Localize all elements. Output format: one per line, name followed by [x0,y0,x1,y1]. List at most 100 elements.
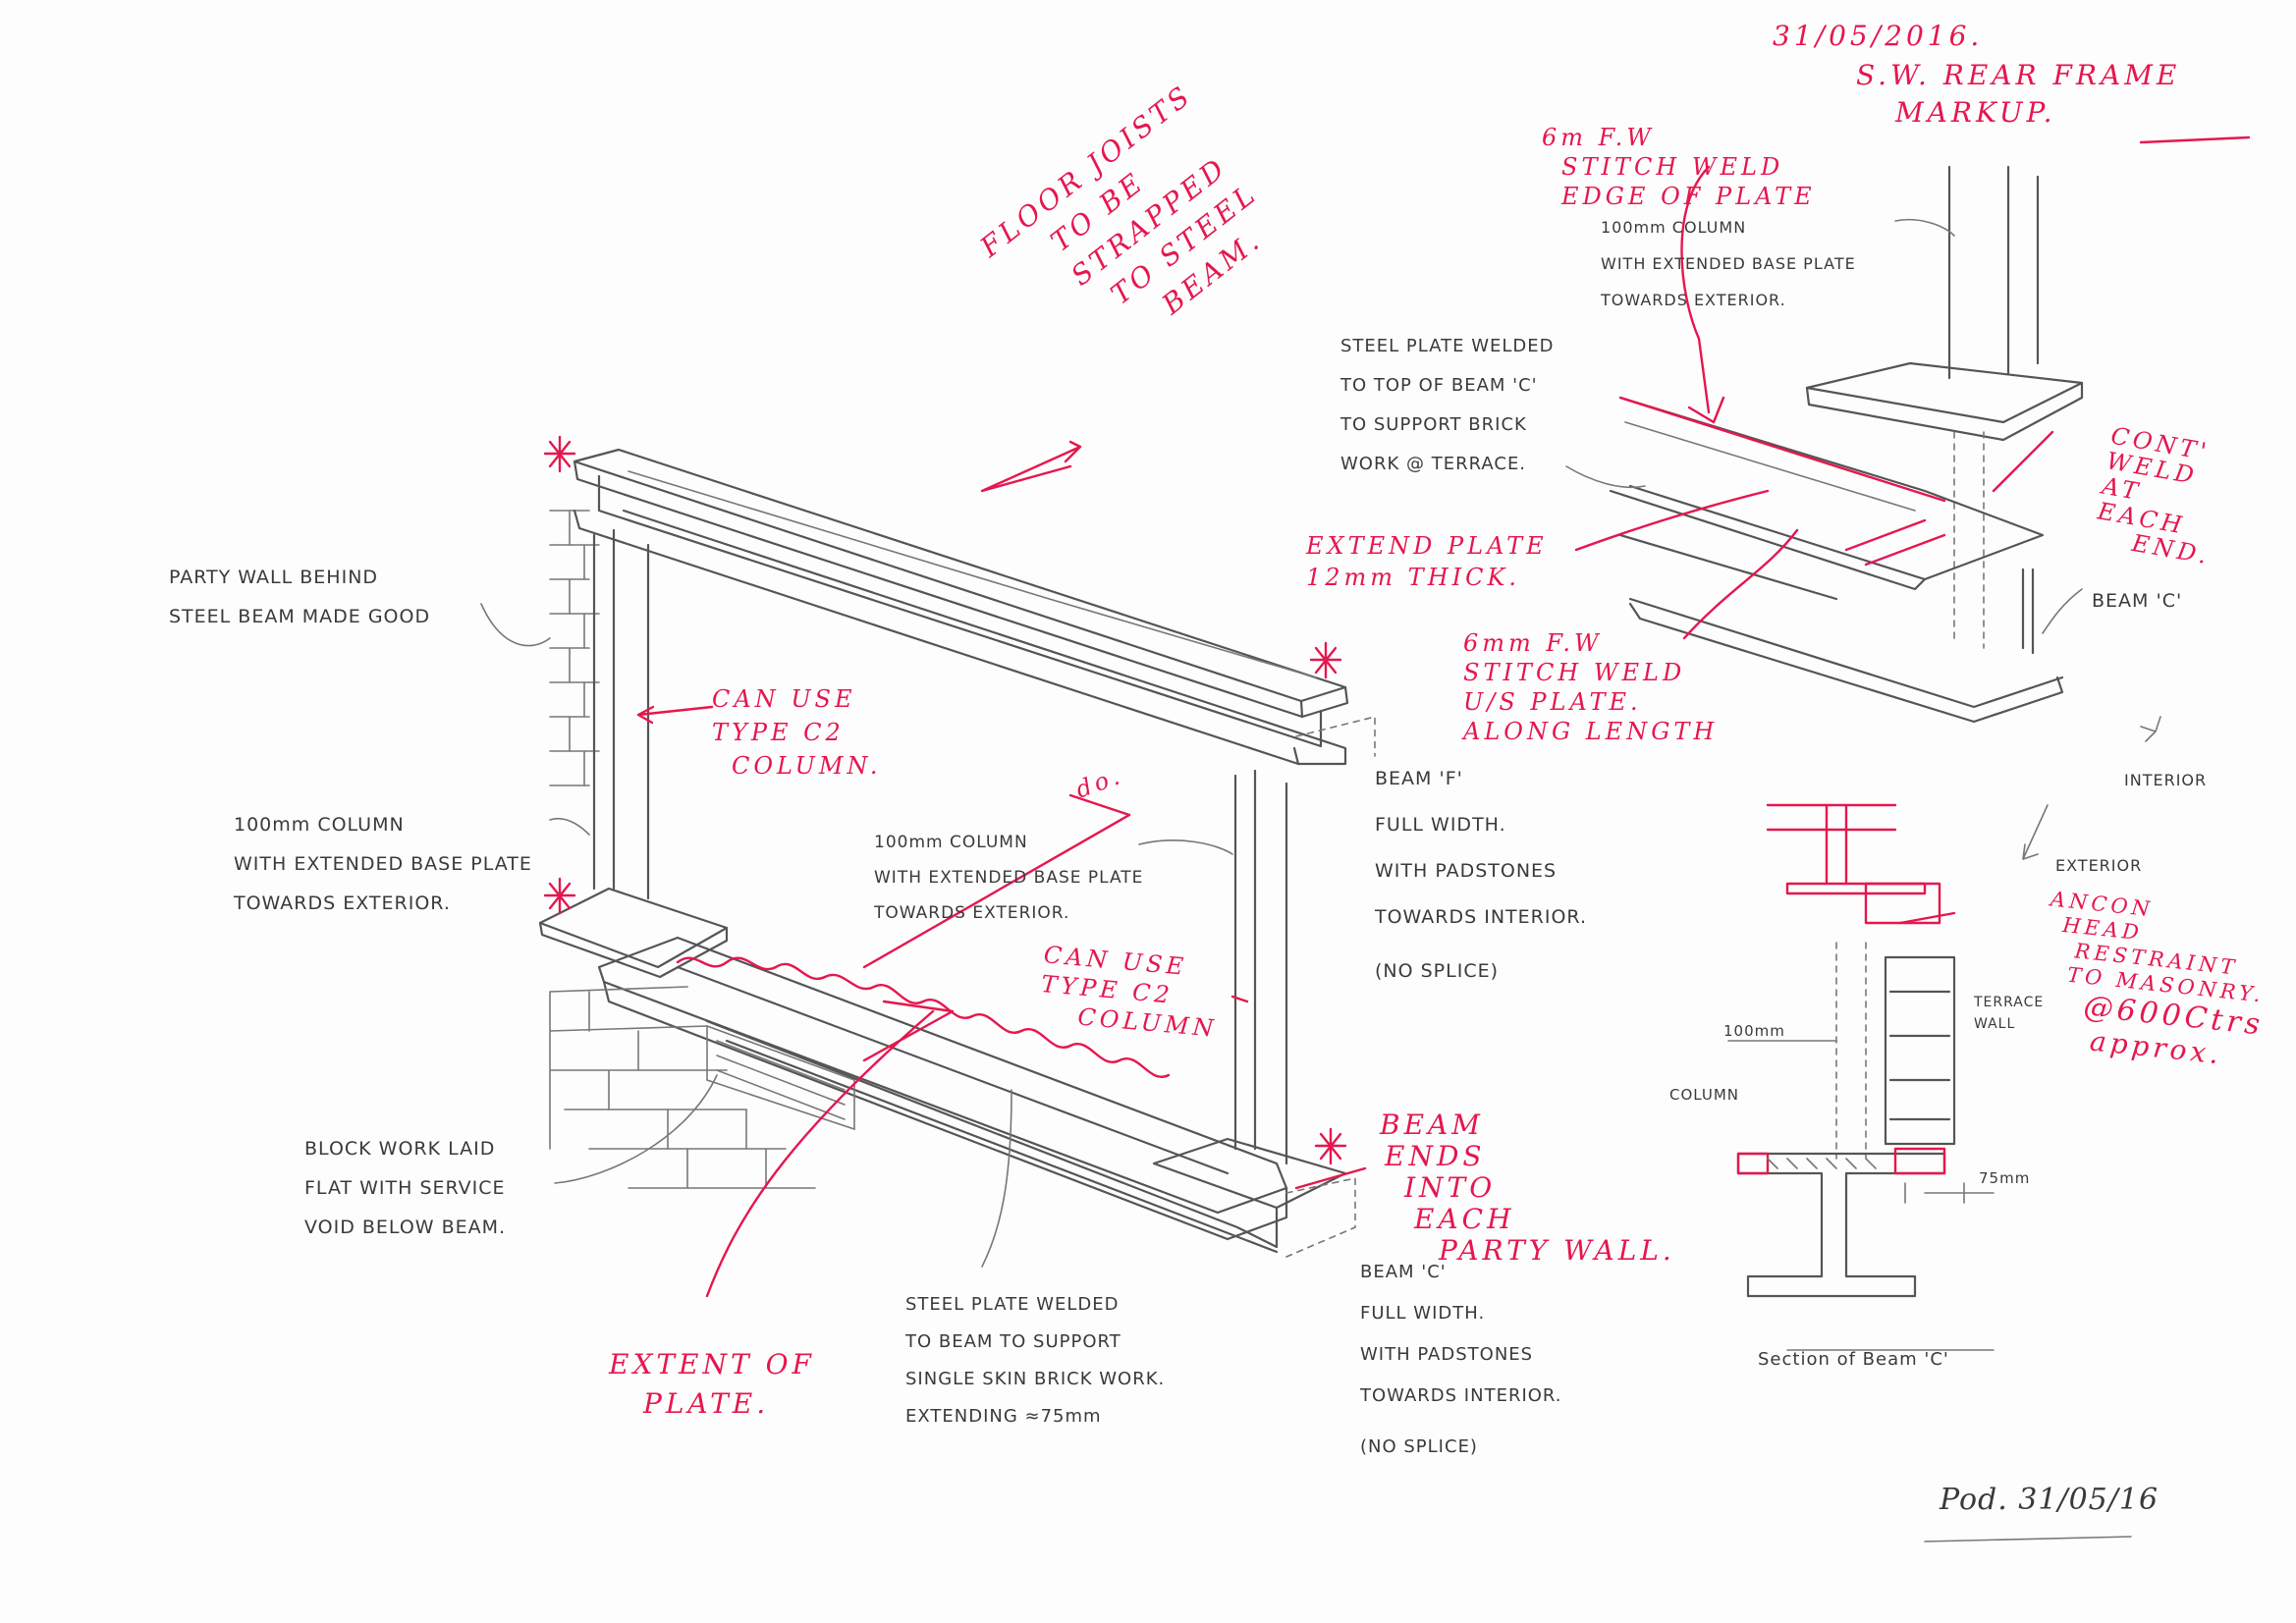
column-label: COLUMN [1669,1075,1739,1114]
markup-date-text: 31/05/2016. [1773,20,1984,52]
dimension-75: 75mm [1979,1159,2030,1198]
note-line: 100mm COLUMN [1601,218,1747,237]
note-line: TOWARDS EXTERIOR. [234,893,451,914]
note-line: COLUMN [1669,1086,1740,1104]
note-line: WITH EXTENDED BASE PLATE [234,853,532,875]
note-line: BEAM 'C' [1360,1262,1447,1282]
party-wall-hatching [549,510,600,786]
interior-label: INTERIOR [2124,761,2207,800]
note-line: FULL WIDTH. [1360,1303,1486,1324]
markup-line: PLATE. [643,1387,770,1420]
note-line: VOID BELOW BEAM. [304,1217,507,1238]
note-line: TOWARDS INTERIOR. [1360,1385,1562,1406]
note-line: WITH PADSTONES [1360,1344,1534,1365]
note-line: EXTERIOR [2055,856,2143,875]
header-underline [2139,135,2251,144]
extend-plate-note: EXTEND PLATE 12mm THICK. [1306,530,1548,593]
note-line: Section of Beam 'C' [1758,1349,1949,1370]
note-line: 100mm [1723,1022,1785,1040]
extent-of-plate-note: EXTENT OF PLATE. [609,1345,815,1424]
note-line: INTERIOR [2124,771,2208,789]
markup-line: EACH [1414,1203,1515,1235]
note-line: 100mm COLUMN [234,814,405,836]
detail-pencil-leaders [1565,218,2161,860]
note-line: PARTY WALL BEHIND [169,567,379,588]
note-line: TO BEAM TO SUPPORT [905,1331,1121,1352]
note-line: (NO SPLICE) [1375,960,1500,982]
note-line: WORK @ TERRACE. [1340,454,1527,474]
markup-line: TYPE C2 [712,719,845,746]
markup-leaders [636,440,1367,1298]
markup-title: S.W. REAR FRAME MARKUP. [1856,57,2180,132]
markup-line: EXTEND PLATE [1306,532,1548,560]
markup-title-line: S.W. REAR FRAME [1856,59,2181,91]
markup-line: BEAM [1380,1109,1484,1141]
markup-line: COLUMN. [732,752,882,780]
note-line: TO TOP OF BEAM 'C' [1340,375,1538,396]
note-line: STEEL PLATE WELDED [905,1294,1120,1315]
note-line: SINGLE SKIN BRICK WORK. [905,1369,1166,1389]
section-title: Section of Beam 'C' [1758,1340,1949,1380]
markup-line: INTO [1404,1171,1497,1204]
detail-column [1805,165,2084,649]
section-detail [1727,803,1995,1351]
right-wall-stub [1285,715,1376,1258]
note-line: TO SUPPORT BRICK [1340,414,1527,435]
signature-underline [1924,1536,2132,1542]
markup-line: STITCH WELD [1463,659,1686,686]
dimension-100: 100mm [1723,1011,1785,1051]
left-column-note: 100mm COLUMN WITH EXTENDED BASE PLATE TOWA… [234,805,532,923]
note-line: BLOCK WORK LAID [304,1138,496,1160]
plate-weld-wave [676,956,1171,1078]
markup-line: 12mm THICK. [1306,564,1521,591]
exterior-label: EXTERIOR [2055,846,2142,886]
markup-line: PARTY WALL. [1439,1234,1675,1267]
markup-title-line: MARKUP. [1895,96,2056,129]
markup-line: CAN USE [712,685,856,713]
note-line: TOWARDS EXTERIOR. [874,903,1070,923]
markup-line: EDGE OF PLATE [1561,183,1816,210]
note-line: TOWARDS INTERIOR. [1375,906,1587,928]
markup-asterisks [543,435,1347,1165]
markup-line: STITCH WELD [1561,153,1784,181]
note-line: 100mm COLUMN [874,833,1028,852]
markup-line: 6mm F.W [1463,629,1603,657]
detail-red-markup [1574,165,2054,640]
block-work-note: BLOCK WORK LAID FLAT WITH SERVICE VOID BEL… [304,1129,506,1247]
markup-date: 31/05/2016. [1773,18,1983,55]
markup-line: ALONG LENGTH [1463,718,1719,745]
note-line: (NO SPLICE) [1360,1436,1478,1457]
note-line: FLAT WITH SERVICE [304,1177,506,1199]
note-line: WITH PADSTONES [1375,860,1558,882]
beam-c-label: BEAM 'C' [2092,581,2182,621]
steel-plate-beam-note: STEEL PLATE WELDED TO BEAM TO SUPPORT SING… [905,1286,1165,1435]
note-line: EXTENDING ≈75mm [905,1406,1102,1427]
brickwork [549,986,855,1189]
markup-line: U/S PLATE. [1463,688,1642,716]
markup-line: ENDS [1385,1140,1486,1172]
beam-c-note: BEAM 'C' FULL WIDTH. WITH PADSTONES TOWARDS… [1360,1252,1562,1468]
note-line: BEAM 'F' [1375,768,1463,789]
beam-f [573,448,1349,766]
left-column [538,528,729,979]
note-line: WITH EXTENDED BASE PLATE [1601,254,1856,273]
markup-line: EXTENT OF [609,1348,815,1380]
signature: Pod. 31/05/16 [1940,1481,2159,1520]
note-line: 75mm [1979,1169,2031,1187]
note-line: BEAM 'C' [2092,590,2183,612]
note-line: TERRACE [1974,995,2045,1010]
note-line: WALL [1974,1016,2016,1032]
